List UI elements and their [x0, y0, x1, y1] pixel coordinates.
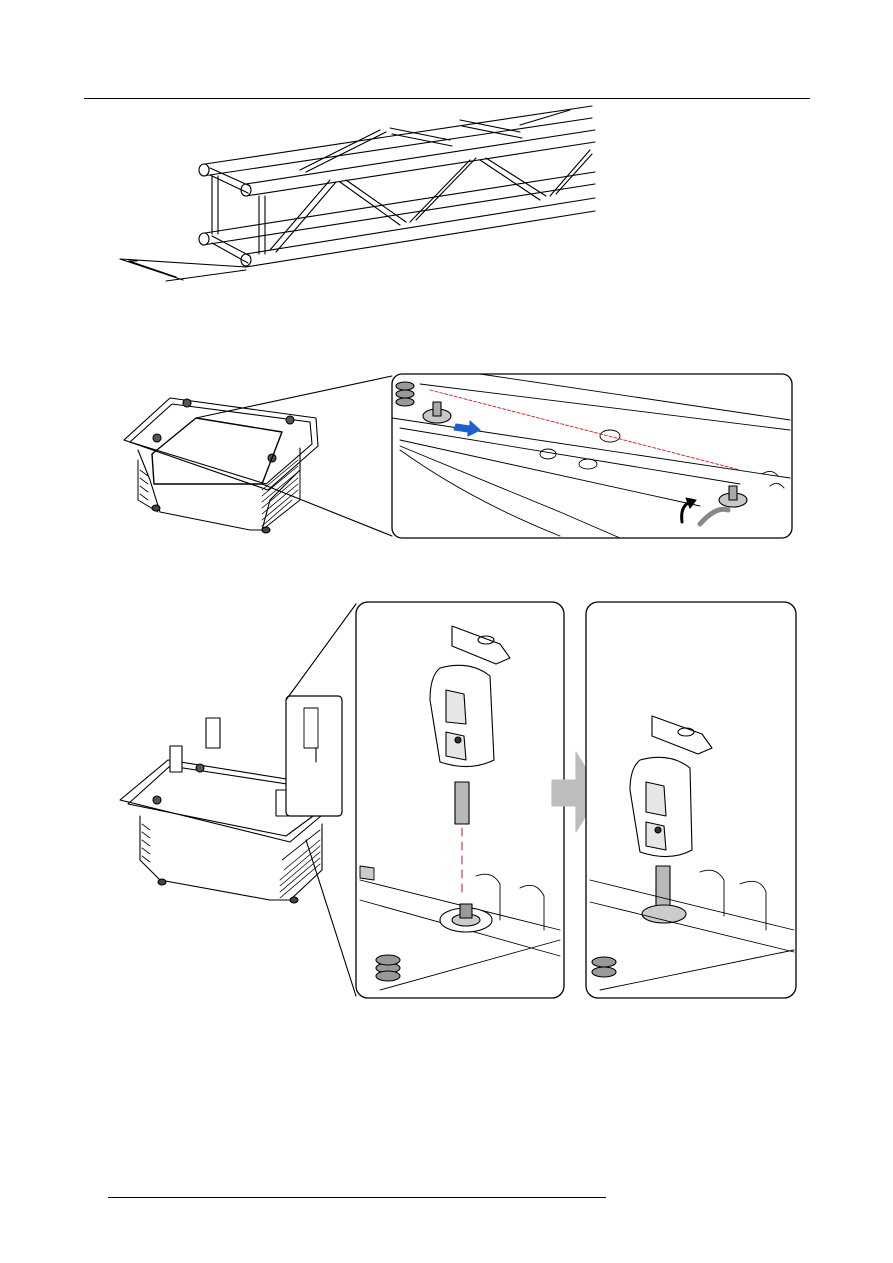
truss-illustration [120, 106, 595, 281]
projector-small-1 [124, 398, 318, 533]
clamp-mounting-sequence [120, 602, 796, 998]
projector-with-frame-detail [124, 374, 792, 538]
